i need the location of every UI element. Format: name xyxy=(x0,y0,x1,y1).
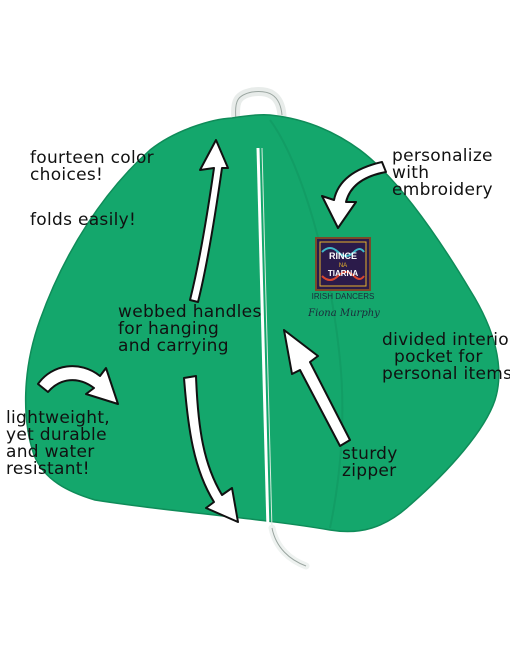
embroidery-line-2: NA xyxy=(339,263,347,269)
annotation-line: resistant! xyxy=(6,459,90,479)
annotation-lightweight: lightweight, yet durable and water resis… xyxy=(6,410,110,478)
embroidery-name: Fiona Murphy xyxy=(307,308,380,319)
zipper xyxy=(256,147,270,531)
annotation-line: fourteen color xyxy=(30,148,154,168)
annotation-line: for hanging xyxy=(118,319,220,339)
annotation-line: and water xyxy=(6,442,95,462)
annotation-line: zipper xyxy=(342,461,397,481)
annotation-line: personalize xyxy=(392,146,493,166)
annotation-line: pocket for xyxy=(394,347,483,367)
embroidery-line-1: RINCE xyxy=(329,251,357,261)
annotation-line: personal items xyxy=(382,364,510,384)
annotation-line: yet durable xyxy=(6,425,107,445)
annotation-line: choices! xyxy=(30,165,104,185)
curved-arrow-icon xyxy=(321,161,387,229)
annotation-folds: folds easily! xyxy=(30,212,136,229)
embroidery-patch: RINCE NA TIARNA IRISH DANCERS Fiona Murp… xyxy=(307,237,380,319)
annotation-line: with xyxy=(392,163,430,183)
annotation-line: lightweight, xyxy=(6,408,110,428)
curved-arrow-icon xyxy=(183,375,239,523)
annotation-line: embroidery xyxy=(392,180,493,200)
annotation-line: sturdy xyxy=(342,444,398,464)
straight-arrow-icon xyxy=(283,329,351,447)
annotation-color-choices: fourteen color choices! xyxy=(30,150,154,184)
embroidery-line-3: TIARNA xyxy=(328,269,358,278)
curved-arrow-icon xyxy=(189,139,229,303)
annotation-line: divided interior xyxy=(382,330,510,350)
annotation-line: and carrying xyxy=(118,336,229,356)
embroidery-line-4: IRISH DANCERS xyxy=(312,292,375,301)
annotation-line: webbed handles xyxy=(118,302,262,322)
annotation-line: folds easily! xyxy=(30,210,137,230)
bottom-handle xyxy=(268,524,310,570)
annotation-handles: webbed handles for hanging and carrying xyxy=(118,304,262,355)
annotation-pocket: divided interior pocket for personal ite… xyxy=(382,332,510,383)
curved-arrow-icon xyxy=(37,365,119,405)
annotation-zipper: sturdy zipper xyxy=(342,446,398,480)
annotation-personalize: personalize with embroidery xyxy=(392,148,493,199)
